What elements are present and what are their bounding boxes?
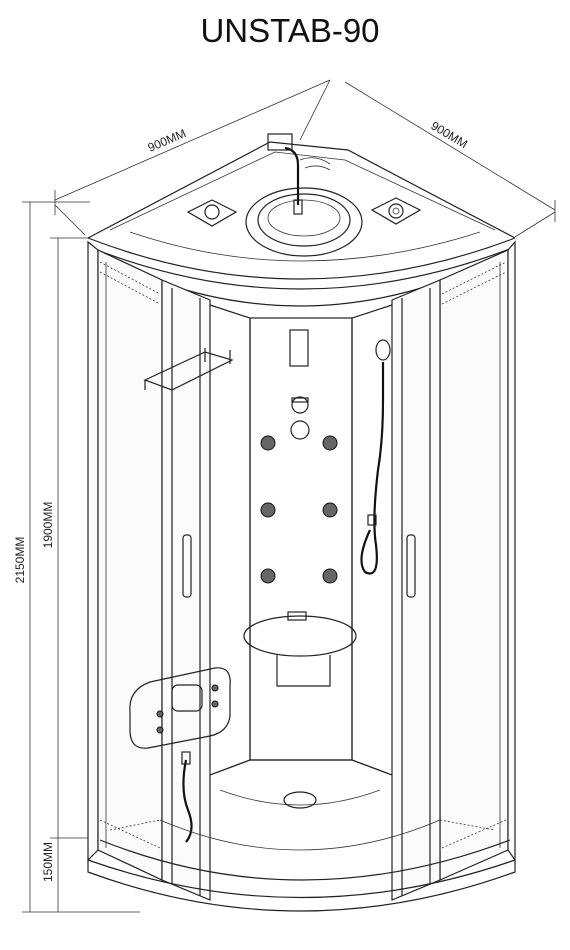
glass-shelf: [143, 348, 234, 391]
drain: [283, 791, 317, 809]
height-dimension-tray: 150MM: [41, 838, 59, 912]
hand-shower: [360, 339, 391, 575]
jet: [322, 568, 338, 584]
jet: [260, 502, 276, 518]
right-sliding-door: [391, 279, 441, 901]
height-total-label: 2150MM: [13, 537, 27, 584]
jet: [260, 568, 276, 584]
height-dimension-total: 2150MM: [13, 201, 140, 913]
right-door-handle: [406, 534, 416, 598]
roof-canopy: [87, 133, 516, 307]
width-dimension-right: 900MM: [344, 81, 556, 238]
left-door-handle: [182, 534, 192, 598]
left-side-panel: [87, 240, 163, 881]
jet: [322, 435, 338, 451]
jet: [260, 435, 276, 451]
height-cabin-label: 1900MM: [41, 502, 55, 549]
height-tray-label: 150MM: [41, 842, 55, 882]
drawing-title: UNSTAB-90: [200, 12, 379, 49]
width-left-label: 900MM: [146, 126, 188, 155]
width-dimension-left: 900MM: [54, 79, 331, 236]
jet: [322, 502, 338, 518]
left-sliding-door: [161, 279, 211, 901]
shower-tray: [87, 759, 516, 912]
side-control-panel: [129, 667, 231, 843]
massage-jets: [260, 435, 338, 584]
width-right-label: 900MM: [428, 119, 470, 152]
right-side-panel: [439, 240, 516, 881]
folding-seat: [243, 611, 357, 687]
